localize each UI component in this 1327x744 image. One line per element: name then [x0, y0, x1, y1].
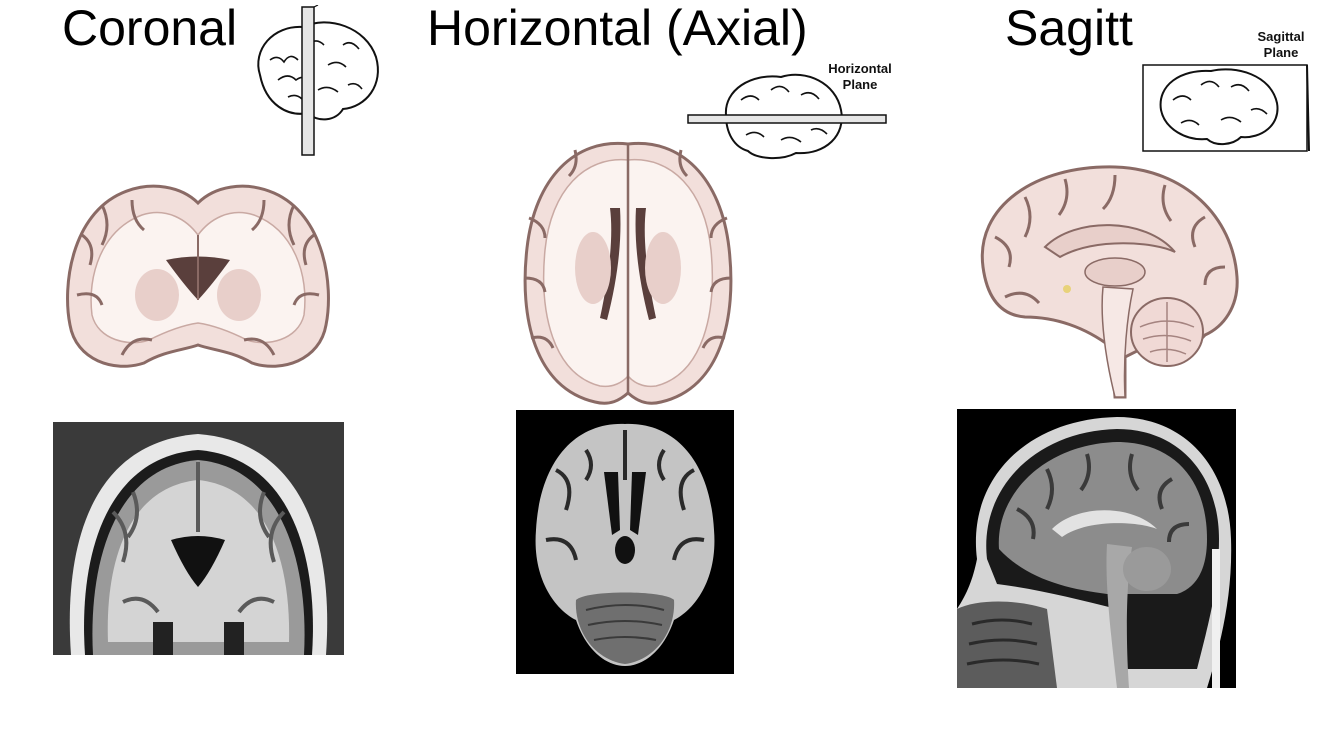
horizontal-plane-label-line1: Horizontal: [828, 61, 892, 76]
sagittal-section-svg: [980, 165, 1239, 399]
horizontal-plane-diagram: Horizontal Plane: [686, 55, 902, 163]
coronal-section-illustration: [62, 175, 334, 375]
axial-mri-svg: [516, 410, 734, 674]
coronal-section-svg: [66, 184, 330, 368]
horizontal-axial-title: Horizontal (Axial): [427, 0, 808, 56]
sagittal-title: Sagitt: [1005, 0, 1133, 56]
coronal-mri-svg: [53, 422, 344, 655]
axial-section-illustration: [515, 138, 741, 408]
coronal-plane-diagram: [248, 5, 383, 157]
brain-outline-icon: [257, 21, 379, 121]
sagittal-mri-svg: [957, 409, 1236, 688]
coronal-mri-image: [53, 422, 344, 655]
sagittal-mri-image: [957, 409, 1236, 688]
horizontal-plane-label-line2: Plane: [843, 77, 878, 92]
sagittal-plane-label-line2: Plane: [1264, 45, 1299, 60]
coronal-plane-svg: [257, 5, 379, 156]
plane-slab-icon: [687, 114, 887, 124]
sagittal-plane-diagram: Sagittal Plane: [1141, 25, 1311, 155]
coronal-title: Coronal: [62, 0, 238, 56]
axial-section-svg: [523, 141, 733, 405]
axial-mri-image: [516, 410, 734, 674]
sagittal-section-illustration: [975, 157, 1239, 400]
brain-outline-icon: [1159, 68, 1279, 145]
sagittal-plane-svg: Sagittal Plane: [1142, 29, 1310, 152]
plane-slab-icon: [301, 5, 319, 156]
horizontal-plane-svg: Horizontal Plane: [687, 61, 892, 159]
sagittal-plane-label-line1: Sagittal: [1258, 29, 1305, 44]
